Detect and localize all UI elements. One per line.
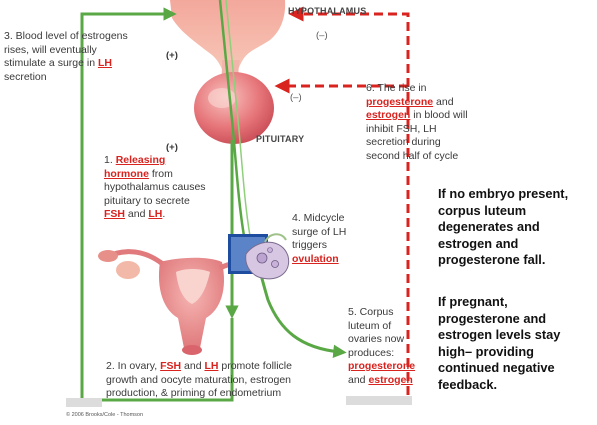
caption-bar [66, 398, 102, 407]
hypothalamus-label: HYPOTHALAMUS [288, 6, 367, 16]
step-3-text: 3. Blood level of estrogens rises, will … [4, 30, 128, 83]
positive-sign: (+) [166, 50, 178, 61]
caption-bar [346, 396, 412, 405]
ovary-right [245, 241, 290, 280]
pituitary-label: PITUITARY [256, 134, 305, 144]
negative-sign: (–) [290, 92, 302, 103]
step-6-text: 6. The rise in progesterone and estrogen… [366, 82, 468, 162]
hypothalamus-tissue [170, 0, 286, 75]
copyright-text: © 2006 Brooks/Cole - Thomson [66, 412, 144, 418]
negative-sign: (–) [316, 30, 328, 41]
negative-feedback-arrow [288, 6, 410, 395]
step-1-text: 1. Releasing hormone from hypothalamus c… [104, 154, 206, 220]
positive-sign: (+) [166, 142, 178, 153]
step-4-text: 4. Midcycle surge of LH triggers ovulati… [292, 212, 347, 265]
side-note-no-embryo: If no embryo present, corpus luteum dege… [438, 186, 569, 267]
side-note-pregnant: If pregnant, progesterone and estrogen l… [438, 294, 561, 392]
step-5-text: 5. Corpus luteum of ovaries now produces… [348, 306, 416, 386]
ovary-left [116, 261, 140, 279]
step-2-text: 2. In ovary, FSH and LH promote follicle… [106, 360, 292, 399]
estrogen-positive-feedback-arrow [80, 7, 177, 400]
